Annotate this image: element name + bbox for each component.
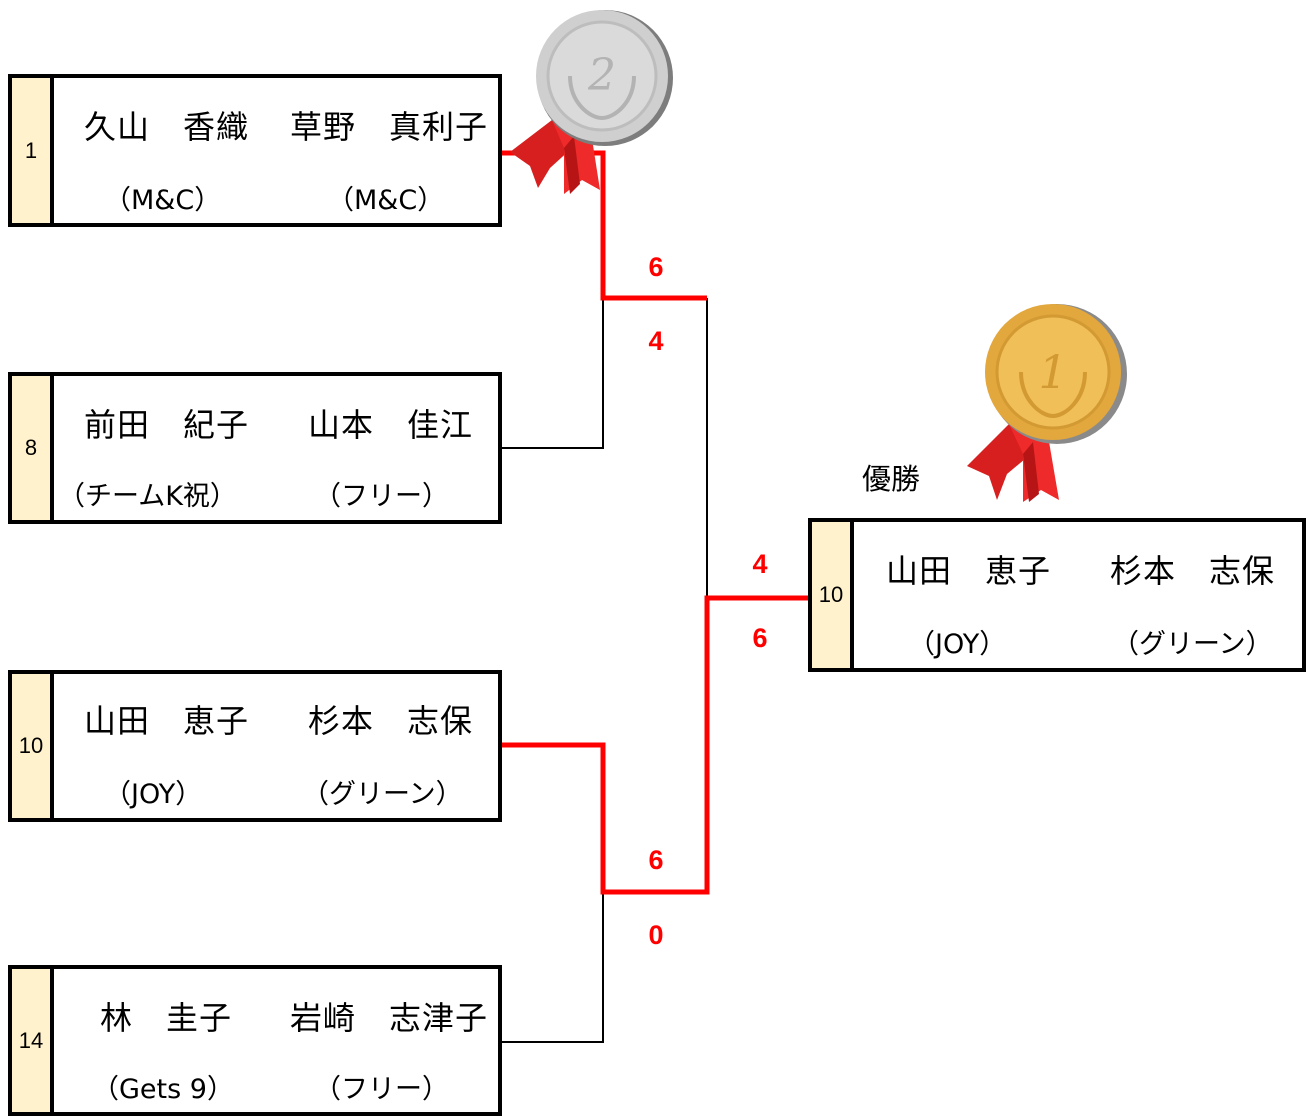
player-2-team: （フリー） <box>314 1074 449 1105</box>
player-2-name: 岩崎 志津子 <box>290 999 489 1037</box>
player-2-name: 草野 真利子 <box>290 108 489 146</box>
player-1-name: 前田 紀子 <box>84 406 250 444</box>
player-2-team: （グリーン） <box>302 779 463 810</box>
champion-player-1-team: （JOY） <box>908 629 1007 660</box>
player-2-name: 山本 佳江 <box>308 406 474 444</box>
champion-entry: 10 山田 恵子 杉本 志保 （JOY） （グリーン） <box>808 518 1306 672</box>
player-1-team: （チームK祝） <box>58 481 237 512</box>
silver-medal-icon: 2 <box>510 10 673 194</box>
player-2-team: （フリー） <box>314 481 449 512</box>
champion-player-1-name: 山田 恵子 <box>886 552 1052 590</box>
player-1-name: 久山 香織 <box>84 108 250 146</box>
entry-seed-8: 8 前田 紀子 山本 佳江 （チームK祝） （フリー） <box>8 372 502 524</box>
champion-label: 優勝 <box>862 462 921 496</box>
player-1-name: 山田 恵子 <box>84 702 250 740</box>
player-2-name: 杉本 志保 <box>308 702 474 740</box>
player-1-team: （M&C） <box>104 185 222 216</box>
champion-player-2-team: （グリーン） <box>1112 629 1273 660</box>
silver-medal-number: 2 <box>587 50 616 101</box>
entry-seed-14: 14 林 圭子 岩崎 志津子 （Gets 9） （フリー） <box>8 965 502 1116</box>
champion-player-2-name: 杉本 志保 <box>1110 552 1276 590</box>
bracket-line-8 <box>501 298 604 449</box>
gold-medal-number: 1 <box>1038 345 1067 399</box>
player-1-name: 林 圭子 <box>100 999 233 1037</box>
winner-line-10 <box>501 595 810 895</box>
entry-seed-10: 10 山田 恵子 杉本 志保 （JOY） （グリーン） <box>8 670 502 822</box>
score-semi2-top: 6 <box>648 845 664 875</box>
seed-number: 8 <box>12 376 54 520</box>
score-semi1-bottom: 4 <box>648 326 664 356</box>
score-final-bottom: 6 <box>752 623 768 653</box>
seed-number: 14 <box>12 969 54 1112</box>
seed-number: 10 <box>12 674 54 818</box>
player-2-team: （M&C） <box>327 185 445 216</box>
score-final-top: 4 <box>752 549 768 579</box>
gold-medal-icon: 1 <box>967 304 1127 502</box>
score-semi1-top: 6 <box>648 252 664 282</box>
player-1-team: （JOY） <box>104 779 203 810</box>
seed-number: 1 <box>12 78 54 223</box>
champion-seed-number: 10 <box>812 522 854 668</box>
player-1-team: （Gets 9） <box>92 1074 234 1105</box>
entry-seed-1: 1 久山 香織 草野 真利子 （M&C） （M&C） <box>8 74 502 227</box>
bracket-line-14 <box>501 892 604 1043</box>
score-semi2-bottom: 0 <box>648 920 664 950</box>
